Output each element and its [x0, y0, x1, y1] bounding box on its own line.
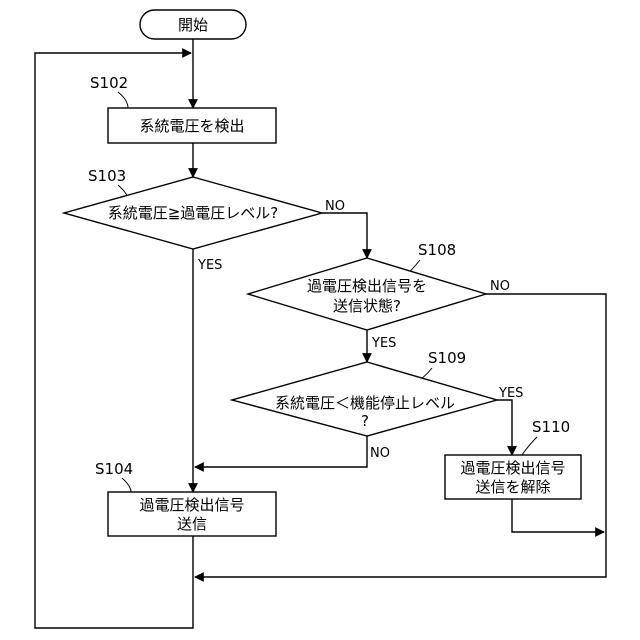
s103-no-label: NO — [325, 199, 345, 214]
step-id-s110: S110 — [532, 418, 570, 436]
process-s110: 過電圧検出信号 送信を解除 — [445, 455, 581, 499]
step-id-s103: S103 — [88, 167, 126, 185]
decision-s103: 系統電圧≧過電圧レベル? — [64, 177, 322, 249]
decision-s103-label: 系統電圧≧過電圧レベル? — [108, 204, 279, 222]
edge-s103-no-to-s108 — [322, 213, 367, 258]
start-label: 開始 — [178, 16, 208, 34]
decision-s109: 系統電圧＜機能停止レベル ? — [232, 362, 497, 436]
leader-s110 — [522, 437, 537, 455]
edge-s109-yes-to-s110 — [497, 400, 512, 455]
decision-s108-line2: 送信状態? — [333, 297, 401, 315]
process-s110-line2: 送信を解除 — [475, 478, 550, 496]
process-s104: 過電圧検出信号 送信 — [108, 492, 276, 536]
edge-s110-to-merge — [512, 499, 604, 532]
step-id-s104: S104 — [95, 460, 133, 478]
s103-yes-label: YES — [197, 258, 222, 273]
leader-s102 — [118, 92, 128, 108]
step-id-s109: S109 — [428, 349, 466, 367]
process-s110-line1: 過電圧検出信号 — [460, 459, 565, 477]
edge-s109-no-to-s104 — [195, 436, 367, 467]
start-terminal: 開始 — [140, 10, 246, 39]
leader-s104 — [122, 478, 131, 492]
decision-s108: 過電圧検出信号を 送信状態? — [248, 258, 486, 330]
step-id-s102: S102 — [90, 74, 128, 92]
s109-no-label: NO — [370, 446, 390, 461]
decision-s109-line2: ? — [361, 412, 369, 430]
s109-yes-label: YES — [498, 386, 523, 401]
process-s104-line1: 過電圧検出信号 — [139, 496, 244, 514]
decision-s108-line1: 過電圧検出信号を — [307, 277, 427, 295]
s108-yes-label: YES — [371, 336, 396, 351]
step-id-s108: S108 — [418, 241, 456, 259]
process-s104-line2: 送信 — [177, 515, 207, 533]
process-s102-label: 系統電圧を検出 — [139, 117, 244, 135]
decision-s109-line1: 系統電圧＜機能停止レベル — [275, 394, 455, 412]
process-s102: 系統電圧を検出 — [108, 108, 276, 143]
s108-no-label: NO — [490, 279, 510, 294]
